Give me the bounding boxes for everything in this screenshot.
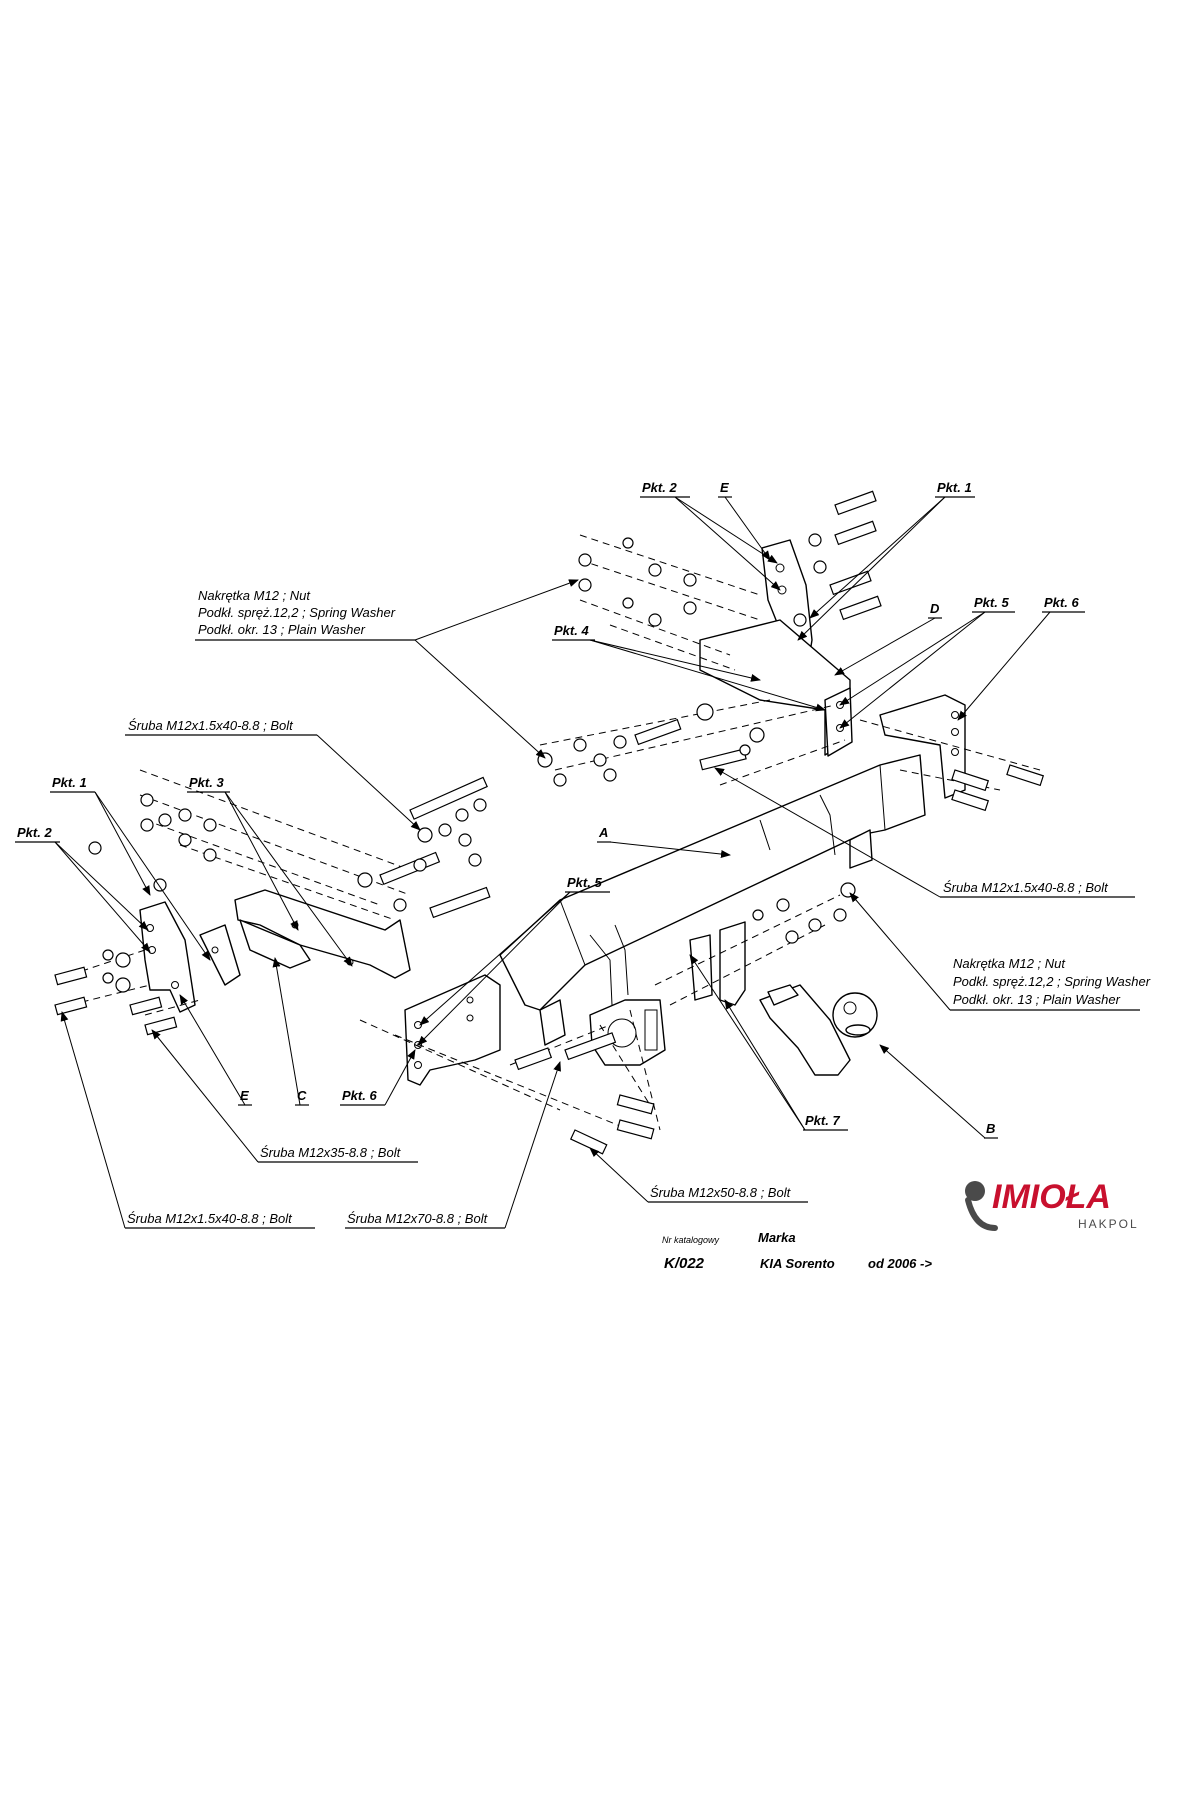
text-labels: Nakrętka M12 ; Nut Podkł. spręż.12,2 ; S… xyxy=(17,480,1151,1226)
imiola-logo: IMIOŁA HAKPOL xyxy=(965,1178,1139,1231)
leader-lines xyxy=(15,496,1140,1229)
label-pkt7: Pkt. 7 xyxy=(805,1113,840,1128)
label-pkt1-left: Pkt. 1 xyxy=(52,775,87,790)
label-spring-washer-right: Podkł. spręż.12,2 ; Spring Washer xyxy=(953,974,1151,989)
label-part-e-top: E xyxy=(720,480,729,495)
label-plain-washer-top: Podkł. okr. 13 ; Plain Washer xyxy=(198,622,366,637)
label-bolt-m12x70: Śruba M12x70-8.8 ; Bolt xyxy=(347,1211,489,1226)
label-pkt1-top: Pkt. 1 xyxy=(937,480,972,495)
logo-sub: HAKPOL xyxy=(1078,1217,1139,1231)
label-pkt2-top: Pkt. 2 xyxy=(642,480,677,495)
label-pkt6-top: Pkt. 6 xyxy=(1044,595,1079,610)
label-bolt-m12x35: Śruba M12x35-8.8 ; Bolt xyxy=(260,1145,402,1160)
label-spring-washer-top: Podkł. spręż.12,2 ; Spring Washer xyxy=(198,605,396,620)
tow-ball-neck-b xyxy=(759,984,851,1076)
label-pkt4: Pkt. 4 xyxy=(554,623,589,638)
catalog-brand-label: Marka xyxy=(758,1230,796,1245)
label-part-c: C xyxy=(297,1088,307,1103)
label-pkt6-bottom: Pkt. 6 xyxy=(342,1088,377,1103)
label-nut-right: Nakrętka M12 ; Nut xyxy=(953,956,1066,971)
label-bolt-right: Śruba M12x1.5x40-8.8 ; Bolt xyxy=(943,880,1109,895)
bracket-e-bottom xyxy=(139,901,196,1013)
label-plain-washer-right: Podkł. okr. 13 ; Plain Washer xyxy=(953,992,1121,1007)
catalog-brand-value: KIA Sorento xyxy=(760,1256,835,1271)
logo-name: IMIOŁA xyxy=(992,1178,1111,1216)
side-plate-left xyxy=(404,974,501,1086)
label-bolt-m12x50: Śruba M12x50-8.8 ; Bolt xyxy=(650,1185,792,1200)
label-part-b: B xyxy=(986,1121,995,1136)
catalog-year: od 2006 -> xyxy=(868,1256,932,1271)
crossbar-a xyxy=(499,754,926,1011)
label-part-a: A xyxy=(598,825,608,840)
label-bolt-bottom-left: Śruba M12x1.5x40-8.8 ; Bolt xyxy=(127,1211,293,1226)
catalog-nr-label: Nr katalogowy xyxy=(662,1235,720,1245)
label-pkt2-left: Pkt. 2 xyxy=(17,825,52,840)
label-pkt3: Pkt. 3 xyxy=(189,775,224,790)
catalog-nr-value: K/022 xyxy=(664,1255,705,1272)
logo-ball-icon xyxy=(965,1181,985,1201)
catalog-info: Nr katalogowy K/022 Marka KIA Sorento od… xyxy=(662,1230,932,1272)
hardware xyxy=(54,490,1045,1155)
label-pkt5-mid: Pkt. 5 xyxy=(567,875,602,890)
label-part-e-bottom: E xyxy=(240,1088,249,1103)
bracket-c xyxy=(234,889,411,979)
label-part-d: D xyxy=(930,601,940,616)
label-nut-top: Nakrętka M12 ; Nut xyxy=(198,588,311,603)
label-bolt-left-top: Śruba M12x1.5x40-8.8 ; Bolt xyxy=(128,718,294,733)
label-pkt5-top: Pkt. 5 xyxy=(974,595,1009,610)
